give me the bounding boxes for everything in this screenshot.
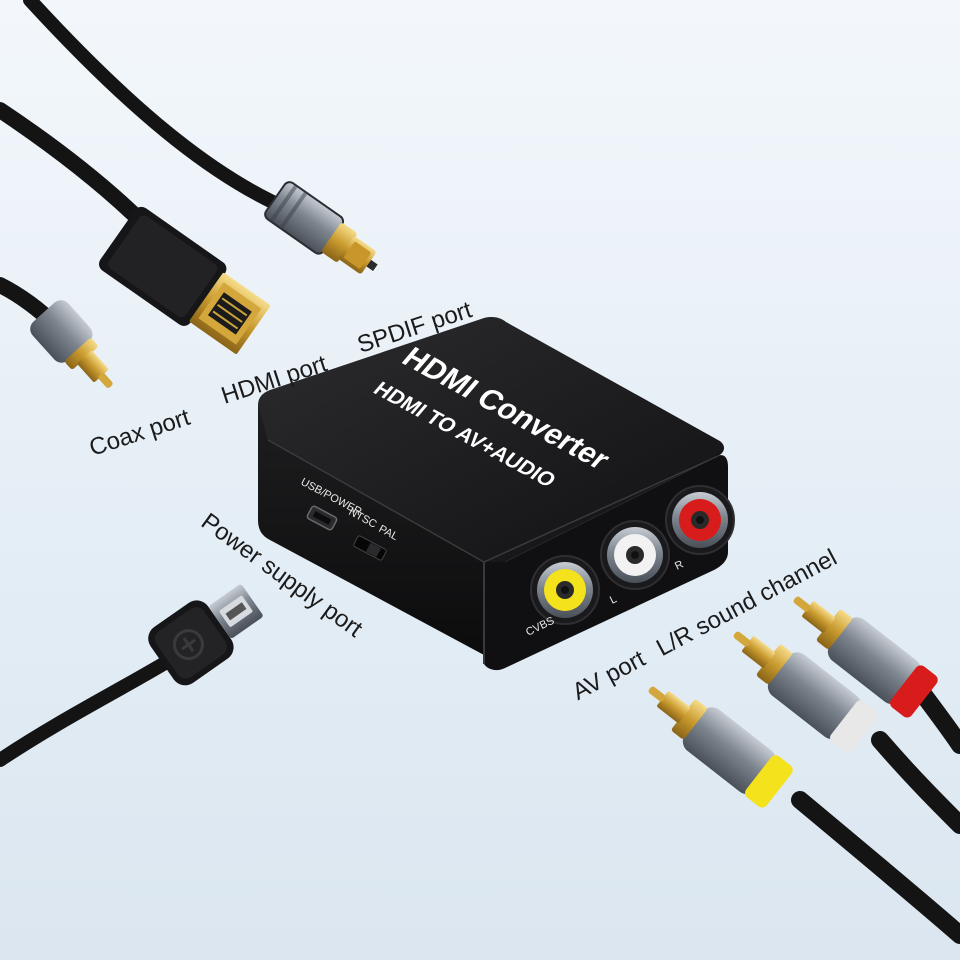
rca-jack-cvbs-yellow: [530, 555, 600, 625]
hdmi-cable: [0, 102, 271, 354]
micro-usb-port: [306, 505, 338, 531]
rca-cable-red: [793, 596, 960, 754]
rca-cable-yellow: [648, 686, 960, 944]
l-label: L: [608, 593, 619, 606]
coax-cable: [0, 277, 113, 388]
rca-cable-white: [733, 631, 960, 834]
spdif-cable: [23, 0, 378, 274]
ntsc-pal-switch[interactable]: [353, 535, 387, 561]
usb-icon: [172, 629, 204, 661]
usb-cable: [0, 584, 263, 767]
hdmi-converter-device: HDMI Converter HDMI TO AV+AUDIO USB/POWE…: [258, 317, 735, 671]
rca-jack-l-white: [600, 520, 670, 590]
rca-jack-r-red: [665, 485, 735, 555]
